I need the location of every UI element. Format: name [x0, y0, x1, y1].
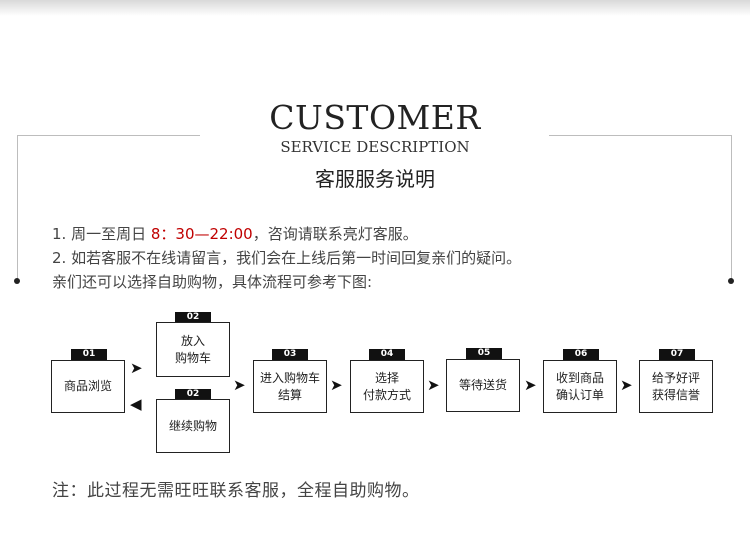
frame-right	[731, 135, 732, 280]
step-06-line2: 确认订单	[555, 387, 604, 402]
frame-top-left	[17, 135, 200, 136]
step-02a-tag: 02	[175, 312, 211, 323]
step-06-line1: 收到商品	[555, 370, 604, 385]
step-06-tag: 06	[563, 349, 599, 360]
step-03-tag: 03	[272, 349, 308, 360]
step-07-line2: 获得信誉	[651, 387, 700, 402]
arrow-right-04-05: ➤	[427, 376, 440, 394]
step-04-box: 选择付款方式	[350, 360, 424, 413]
step-07-box: 给予好评获得信誉	[639, 360, 713, 413]
title-en: CUSTOMER	[269, 98, 481, 137]
step-04-line1: 选择	[374, 370, 399, 385]
step-06-box: 收到商品确认订单	[543, 360, 617, 413]
info-line-1: 1. 周一至周日 8：30—22:00，咨询请联系亮灯客服。	[52, 225, 418, 243]
frame-left-dot	[14, 278, 20, 284]
arrow-left-02-01: ◀	[130, 395, 142, 413]
step-01-label: 商品浏览	[63, 379, 112, 393]
step-02b-label: 继续购物	[168, 418, 217, 433]
arrow-right-05-06: ➤	[524, 376, 537, 394]
step-02a-line2: 购物车	[174, 350, 211, 365]
step-03-line1: 进入购物车	[259, 370, 320, 385]
arrow-right-06-07: ➤	[620, 376, 633, 394]
info-block: 1. 周一至周日 8：30—22:00，咨询请联系亮灯客服。 2. 如若客服不在…	[52, 222, 521, 294]
step-05-label: 等待送货	[458, 378, 507, 392]
step-03-box: 进入购物车结算	[253, 360, 327, 413]
frame-top-right	[549, 135, 732, 136]
step-02a-line1: 放入	[180, 333, 205, 348]
step-02a-box: 放入购物车	[156, 322, 230, 377]
service-hours: 8：30—22:00	[150, 225, 253, 243]
step-05-tag: 05	[466, 348, 502, 359]
step-04-tag: 04	[369, 349, 405, 360]
step-02b-box: 继续购物	[156, 399, 230, 453]
step-03-line2: 结算	[277, 387, 302, 402]
step-07-tag: 07	[659, 349, 695, 360]
step-01-box: 商品浏览	[51, 360, 125, 413]
step-05-box: 等待送货	[446, 359, 520, 412]
footer-note: 注：此过程无需旺旺联系客服，全程自助购物。	[52, 481, 420, 501]
step-02b-tag: 02	[175, 389, 211, 400]
frame-right-dot	[728, 278, 734, 284]
top-shadow	[0, 0, 750, 16]
info-line-2: 2. 如若客服不在线请留言，我们会在上线后第一时间回复亲们的疑问。	[52, 249, 522, 267]
arrow-right-01-02: ➤	[130, 359, 143, 377]
step-04-line2: 付款方式	[362, 387, 411, 402]
arrow-right-02-03: ➤	[233, 376, 246, 394]
step-07-line1: 给予好评	[651, 370, 700, 385]
step-01-tag: 01	[71, 349, 107, 360]
info-line-3: 亲们还可以选择自助购物，具体流程可参考下图:	[52, 273, 373, 291]
frame-left	[17, 135, 18, 280]
title-cn: 客服服务说明	[315, 167, 435, 191]
arrow-right-03-04: ➤	[330, 376, 343, 394]
subtitle-en: SERVICE DESCRIPTION	[280, 138, 470, 156]
